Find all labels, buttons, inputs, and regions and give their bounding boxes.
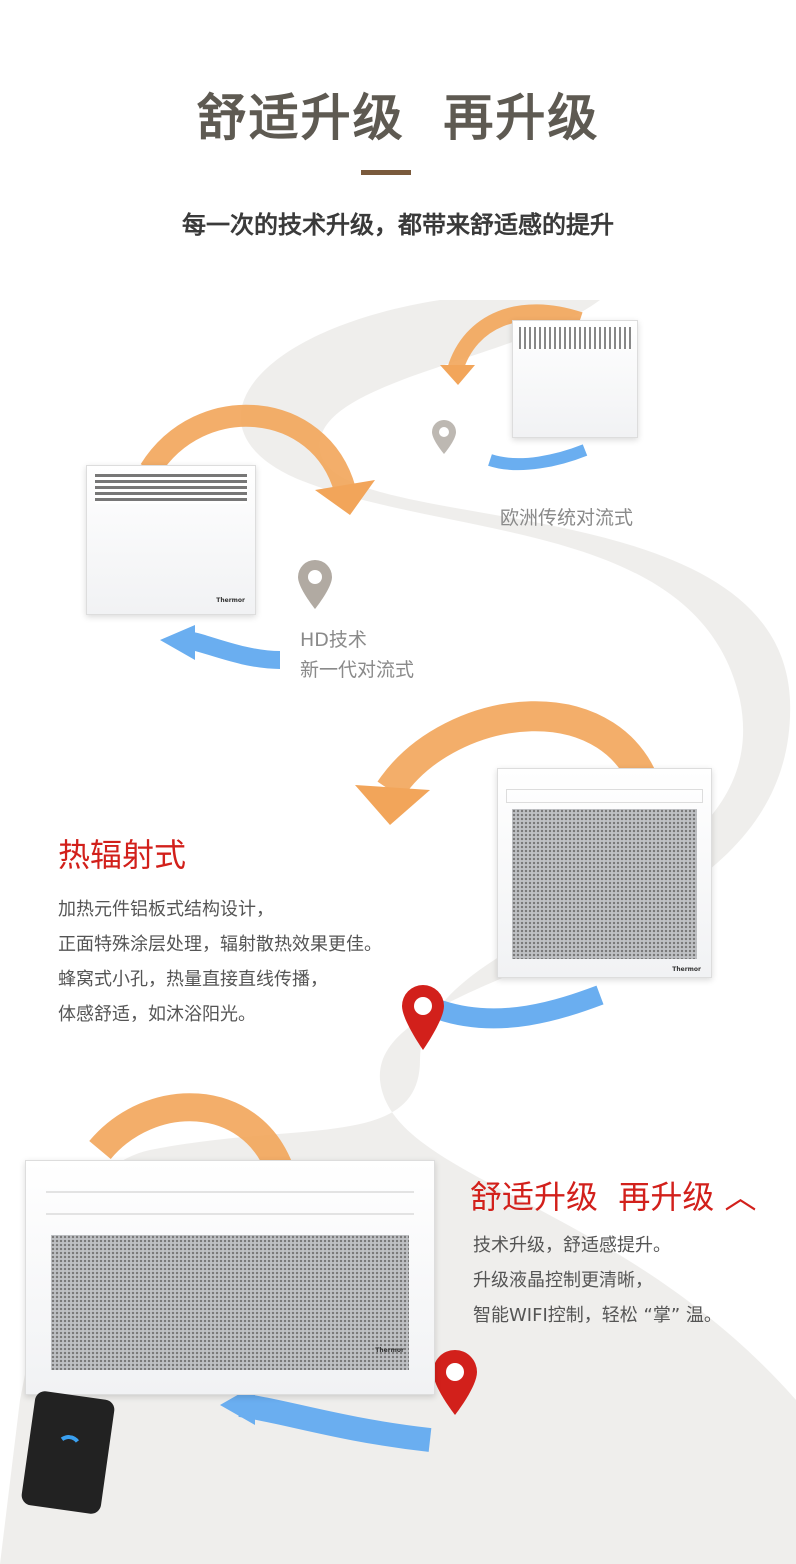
section-heading-upgrade: 舒适升级 再升级 ︿ [470, 1172, 757, 1218]
location-pin-icon [402, 985, 444, 1050]
stage-label-hd-line2: 新一代对流式 [300, 659, 415, 681]
section-heading-radiant: 热辐射式 [58, 836, 187, 874]
body-line: 体感舒适，如沐浴阳光。 [58, 1004, 256, 1025]
brand-logo: Thermor [216, 597, 245, 604]
section-heading-upgrade-text: 舒适升级 再升级 [470, 1178, 715, 1216]
location-pin-icon [432, 420, 456, 454]
stage-label-hd-line1: HD技术 [300, 629, 367, 651]
heater-hd-convector: Thermor [86, 465, 256, 615]
smartphone-wifi [20, 1389, 116, 1516]
brand-logo: Thermor [672, 966, 701, 973]
warm-arrow-4 [89, 1093, 294, 1176]
stage-label-traditional: 欧洲传统对流式 [500, 507, 634, 529]
warm-arrow-3 [377, 701, 665, 805]
location-pin-icon [298, 560, 332, 609]
page-subtitle: 每一次的技术升级，都带来舒适感的提升 [182, 211, 614, 239]
body-line: 正面特殊涂层处理，辐射散热效果更佳。 [58, 934, 382, 955]
brand-logo: Thermor [375, 1347, 404, 1354]
location-pin-icon [433, 1350, 477, 1415]
body-line: 技术升级，舒适感提升。 [473, 1235, 671, 1256]
stage-label-hd: HD技术 新一代对流式 [300, 625, 414, 685]
warm-arrow-2 [140, 404, 356, 494]
heater-radiant: Thermor [497, 768, 712, 978]
page-title: 舒适升级 再升级 [196, 89, 600, 147]
cool-arrow-3 [436, 985, 604, 1029]
chevron-up-icon: ︿ [724, 1178, 757, 1216]
heater-smart: Thermor [25, 1160, 435, 1395]
warm-arrow-1 [447, 304, 583, 373]
body-line: 加热元件铝板式结构设计， [58, 899, 274, 920]
section-body-radiant: 加热元件铝板式结构设计， 正面特殊涂层处理，辐射散热效果更佳。 蜂窝式小孔，热量… [58, 892, 382, 1032]
title-divider [361, 170, 411, 175]
cool-arrow-4 [238, 1393, 432, 1452]
heater-traditional-convector [512, 320, 638, 438]
cool-arrow-1 [488, 444, 588, 471]
cool-arrow-2 [184, 631, 281, 669]
wifi-icon [53, 1433, 84, 1463]
body-line: 智能WIFI控制，轻松 “掌” 温。 [473, 1305, 722, 1326]
body-line: 升级液晶控制更清晰， [473, 1270, 653, 1291]
body-line: 蜂窝式小孔，热量直接直线传播， [58, 969, 328, 990]
section-body-upgrade: 技术升级，舒适感提升。 升级液晶控制更清晰， 智能WIFI控制，轻松 “掌” 温… [473, 1228, 722, 1333]
